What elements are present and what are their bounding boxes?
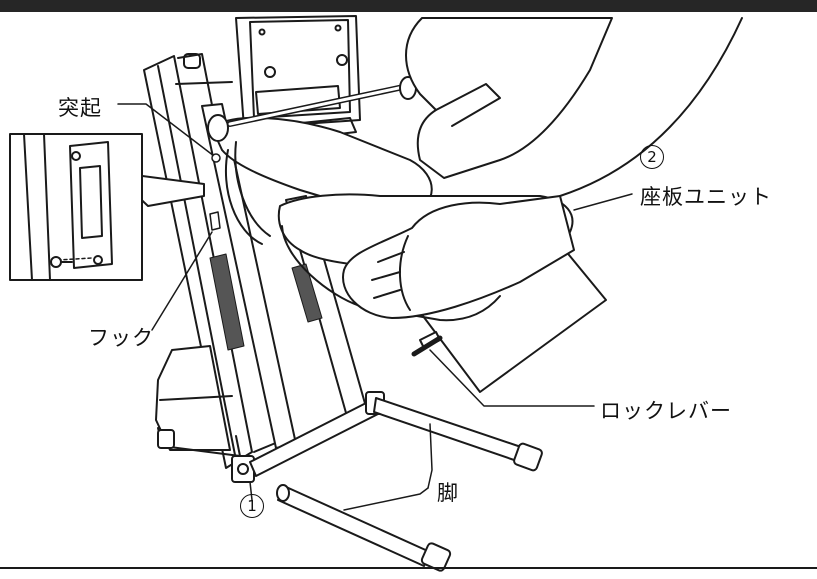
- seat-unit-number-circle: 2: [640, 145, 664, 169]
- leader-lines: [117, 103, 633, 511]
- label-protrusion: 突起: [58, 96, 102, 120]
- label-lock-lever: ロックレバー: [600, 399, 732, 423]
- hands: [342, 17, 743, 319]
- inset-detail: [9, 133, 205, 281]
- top-bar: [0, 0, 817, 12]
- armrest: [207, 76, 433, 245]
- legs: [276, 397, 543, 572]
- label-leg: 脚: [437, 481, 459, 505]
- bottom-rule: [0, 567, 817, 569]
- base-body: [155, 345, 385, 483]
- leg-number-circle: 1: [240, 494, 264, 518]
- label-seat-unit: 座板ユニット: [640, 185, 772, 209]
- label-hook: フック: [88, 326, 154, 350]
